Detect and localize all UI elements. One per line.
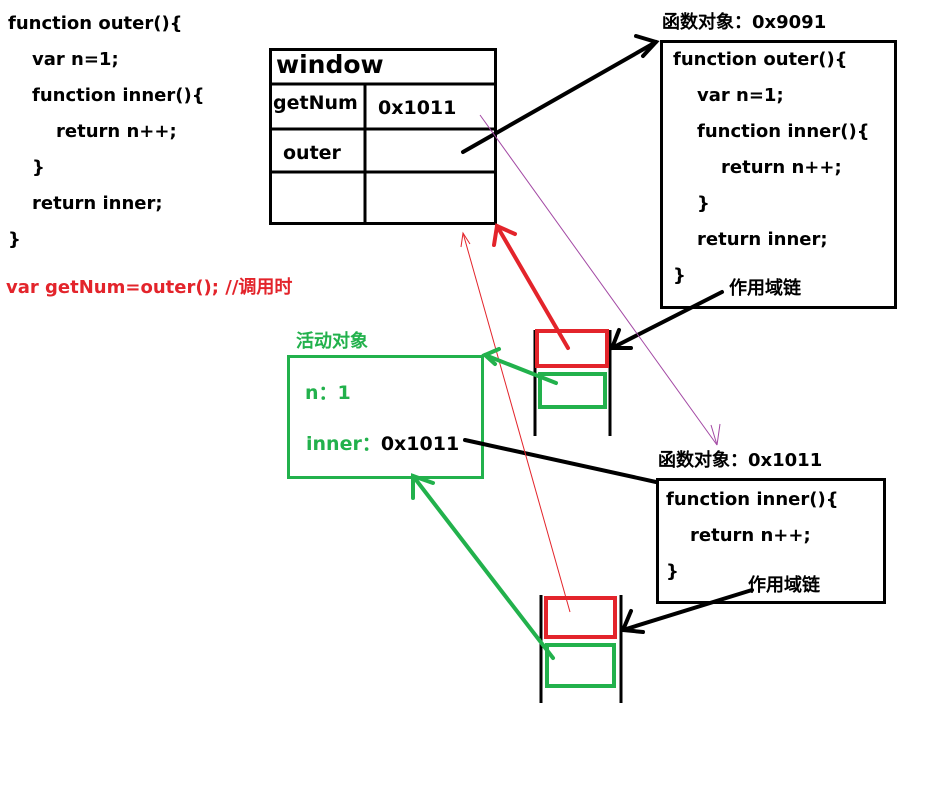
- getnum-value: 0x1011: [378, 97, 457, 119]
- activation-inner-entry: inner：0x1011: [306, 429, 459, 456]
- stack1-activation-slot: [538, 372, 607, 409]
- code-line: }: [8, 229, 21, 250]
- code-line: function outer(){: [8, 13, 183, 34]
- stack2-global-slot: [544, 596, 617, 639]
- inner-code-line: function inner(){: [666, 489, 839, 510]
- getnum-key: getNum: [273, 92, 358, 114]
- outer-code-line: return inner;: [697, 229, 828, 250]
- n-value: 1: [337, 382, 351, 404]
- call-keyword: var: [6, 277, 39, 298]
- window-table-grid: [271, 82, 495, 223]
- code-line: return inner;: [32, 193, 163, 214]
- outer-code-line: var n=1;: [697, 85, 784, 106]
- activation-object-box: [287, 355, 484, 479]
- inner-value: 0x1011: [380, 433, 460, 455]
- activation-object-title: 活动对象: [296, 331, 368, 352]
- inner-code-line: return n++;: [690, 525, 811, 546]
- stack2-activation-slot: [545, 643, 616, 688]
- green-arrow-stack1: [481, 347, 558, 385]
- outer-to-function-arrow: [461, 40, 658, 154]
- outer-code-line: }: [673, 265, 686, 286]
- green-arrow-stack2: [411, 473, 555, 660]
- red-arrow-to-window: [492, 223, 570, 350]
- thin-red-arrow-to-window: [460, 231, 571, 613]
- code-line: }: [32, 157, 45, 178]
- black-connectors: [461, 34, 754, 634]
- inner-code-line: }: [666, 561, 679, 582]
- code-line: function inner(){: [32, 85, 205, 106]
- outer-code-line: function outer(){: [673, 49, 848, 70]
- outer-code-line: function inner(){: [697, 121, 870, 142]
- outer-function-label: 函数对象：0x9091: [662, 12, 827, 33]
- outer-key: outer: [283, 142, 341, 164]
- code-line: var n=1;: [32, 49, 119, 70]
- activation-n-entry: n：1: [305, 378, 351, 405]
- outer-code-line: return n++;: [721, 157, 842, 178]
- outer-scope-connector: [610, 290, 724, 350]
- inner-label: inner：: [306, 433, 381, 455]
- code-line: return n++;: [56, 121, 177, 142]
- stack1-global-slot: [535, 329, 609, 368]
- inner-scope-connector: [621, 588, 754, 632]
- outer-function-box: [660, 40, 897, 309]
- scope-stack-inner: [539, 595, 623, 703]
- purple-pointer-arrow: [479, 114, 721, 446]
- window-title: window: [276, 50, 384, 79]
- scope-stack-outer: [533, 330, 612, 436]
- call-expression: getNum=outer(); //调用时: [45, 277, 293, 298]
- outer-scope-chain-label: 作用域链: [729, 278, 801, 299]
- inner-value-connector: [463, 438, 658, 484]
- n-label: n：: [305, 382, 338, 404]
- inner-scope-chain-label: 作用域链: [748, 575, 820, 596]
- outer-code-line: }: [697, 193, 710, 214]
- inner-function-label: 函数对象：0x1011: [658, 450, 823, 471]
- inner-function-box: [656, 478, 886, 604]
- call-statement: var getNum=outer(); //调用时: [6, 273, 292, 299]
